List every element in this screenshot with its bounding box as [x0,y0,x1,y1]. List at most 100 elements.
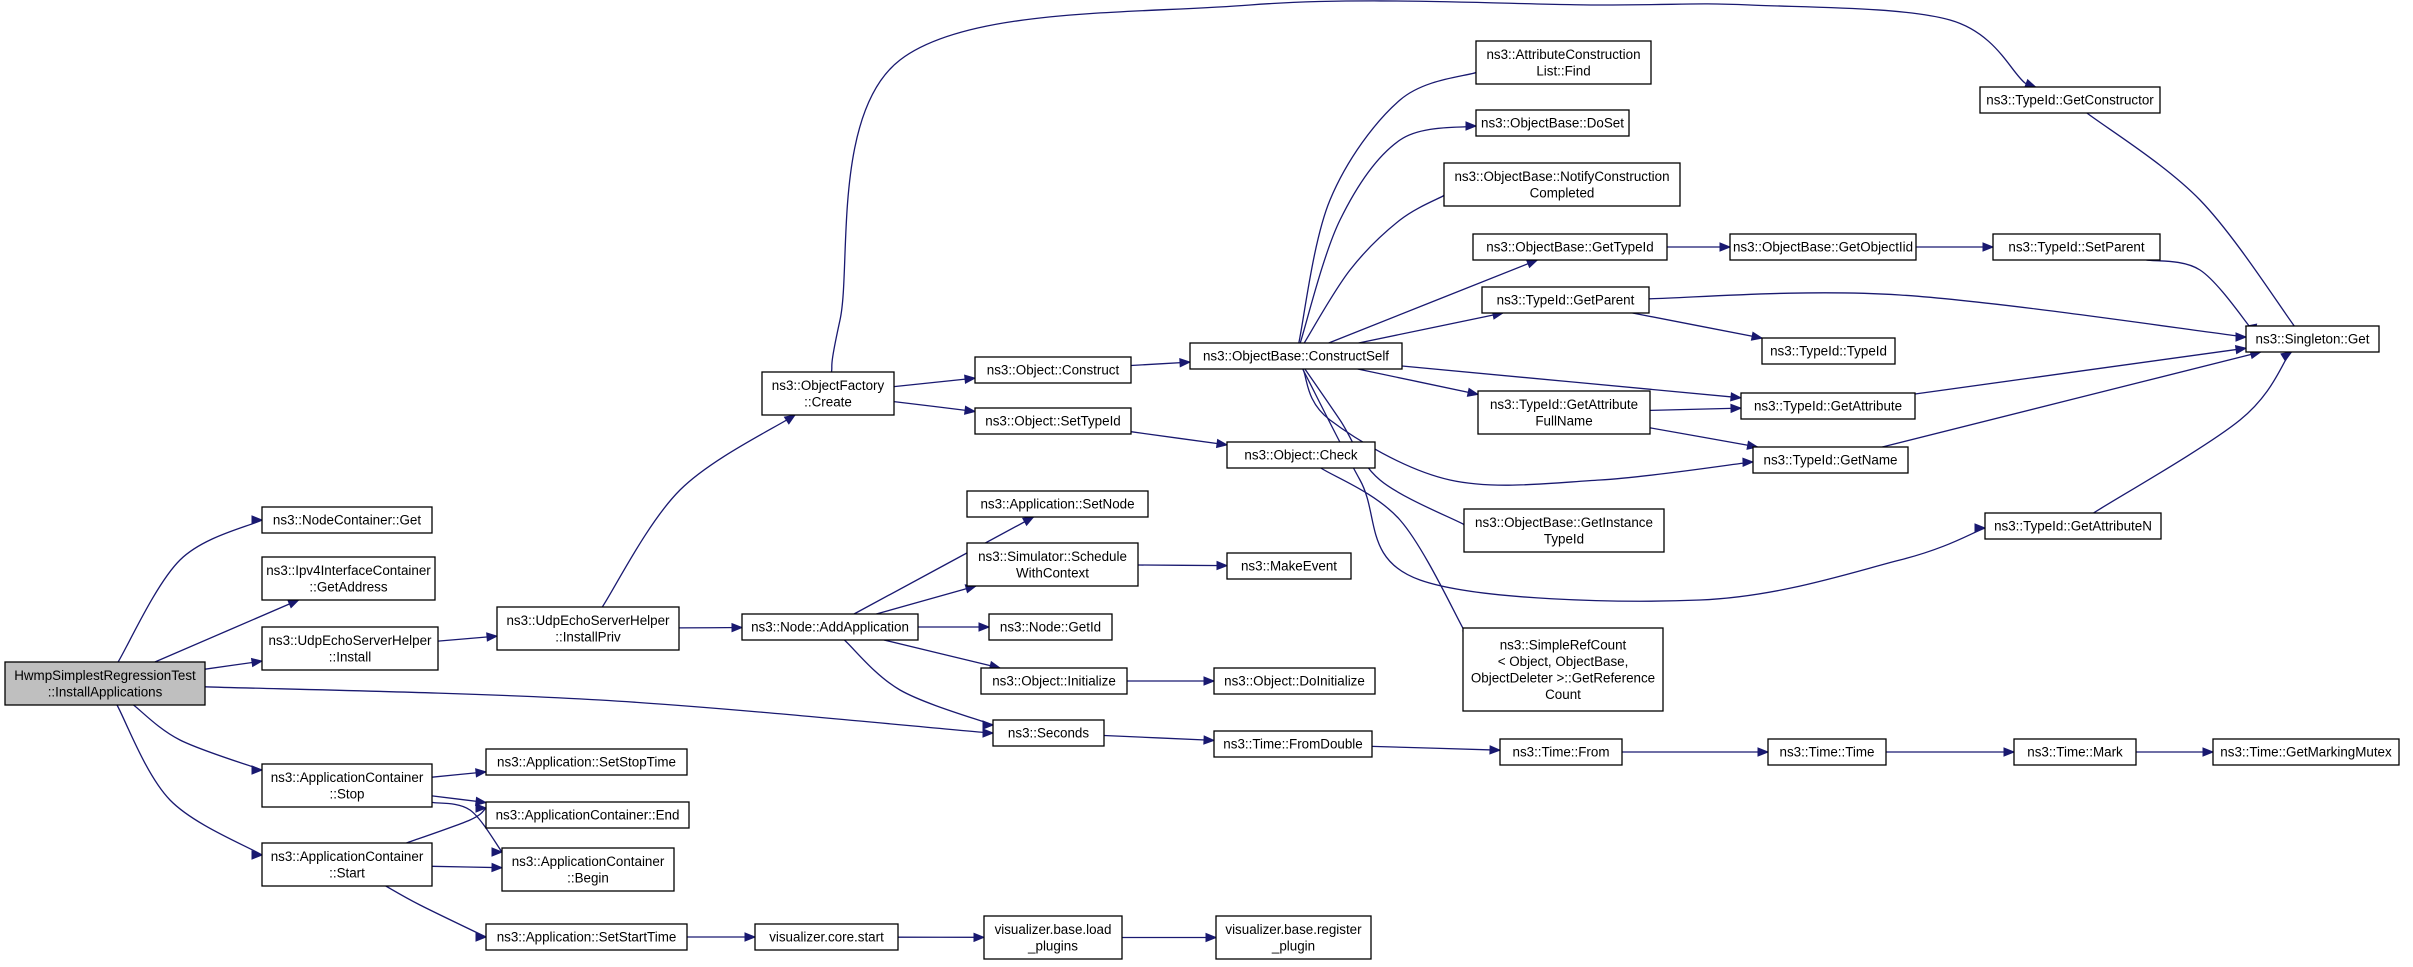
function-node[interactable]: ns3::Node::GetId [988,613,1113,641]
node-label: ::Create [804,394,852,409]
call-edge-n20-n24 [1882,349,2263,448]
function-node[interactable]: ns3::TypeId::GetName [1752,446,1909,474]
function-node[interactable]: ns3::Time::From [1499,738,1623,766]
function-node[interactable]: visualizer.base.load_plugins [983,915,1123,960]
call-edge-n4-n5 [601,414,797,608]
function-node[interactable]: ns3::TypeId::SetParent [1992,233,2161,261]
node-box [988,613,1113,641]
function-node[interactable]: ns3::ObjectBase::GetTypeId [1472,233,1668,261]
edge-line [853,516,1034,615]
node-label: ::GetAddress [309,579,387,594]
function-node[interactable]: ns3::Object::Construct [974,356,1132,384]
function-node[interactable]: visualizer.core.start [754,923,899,951]
function-node[interactable]: ns3::ApplicationContainer::Start [261,842,433,887]
function-node[interactable]: ns3::ObjectBase::DoSet [1475,109,1630,137]
function-node[interactable]: ns3::ApplicationContainer::Stop [261,763,433,808]
node-box [1215,915,1372,960]
edge-line [1882,351,2261,448]
function-node[interactable]: ns3::ObjectBase::NotifyConstructionCompl… [1443,162,1681,207]
edge-line [1130,431,1228,446]
node-box [2013,738,2137,766]
arrowhead-icon [491,862,504,873]
call-edge-n6-n8 [1130,357,1192,368]
node-box [1477,390,1651,435]
function-node[interactable]: ns3::Ipv4InterfaceContainer::GetAddress [261,556,436,601]
edge-line [1103,734,1215,742]
node-label: ns3::UdpEchoServerHelper [268,633,432,648]
function-node[interactable]: ns3::UdpEchoServerHelper::Install [261,626,439,671]
function-node[interactable]: ns3::Time::Mark [2013,738,2137,766]
node-label: ns3::TypeId::GetName [1764,453,1898,468]
function-node[interactable]: ns3::Application::SetStartTime [485,923,688,951]
function-node[interactable]: ns3::Application::SetNode [966,490,1149,518]
function-node[interactable]: ns3::TypeId::GetParent [1481,286,1650,314]
call-edge-n35-n36 [1622,747,1770,757]
function-node[interactable]: ns3::ApplicationContainer::Begin [501,847,675,892]
node-label: ns3::TypeId::GetConstructor [1986,93,2154,108]
arrowhead-icon [251,765,264,775]
function-node[interactable]: ns3::SimpleRefCount< Object, ObjectBase,… [1462,627,1664,712]
node-label: ns3::Seconds [1008,726,1089,741]
node-label: List::Find [1536,63,1590,78]
call-edge-n8-n11 [1299,121,1483,344]
function-node[interactable]: ns3::Object::Initialize [980,667,1128,695]
arrowhead-icon [2003,747,2016,757]
node-label: ns3::TypeId::GetAttribute [1754,399,1902,414]
node-box [485,923,688,951]
function-node[interactable]: ns3::ObjectBase::GetObjectIid [1729,233,1917,261]
function-node[interactable]: ns3::Time::GetMarkingMutex [2212,738,2400,766]
function-node[interactable]: visualizer.base.register_plugin [1215,915,1372,960]
call-edge-n15-n24 [2146,259,2258,333]
function-node[interactable]: ns3::Singleton::Get [2245,325,2380,353]
function-node[interactable]: ns3::Seconds [992,719,1105,747]
function-node[interactable]: ns3::Object::Check [1226,441,1376,469]
node-label: ns3::TypeId::GetAttribute [1490,397,1638,412]
function-node[interactable]: ns3::TypeId::GetConstructor [1979,86,2161,114]
call-edge-n8-n12 [1303,189,1455,344]
function-node[interactable]: ns3::Application::SetStopTime [485,748,688,776]
function-node[interactable]: ns3::MakeEvent [1226,552,1352,580]
arrowhead-icon [2235,332,2248,342]
function-node[interactable]: ns3::NodeContainer::Get [261,506,433,534]
call-edge-n5-n6 [893,374,977,388]
node-box [1481,286,1650,314]
arrowhead-icon [973,932,986,943]
arrowhead-icon [783,414,797,425]
function-node[interactable]: ns3::TypeId::GetAttributeN [1984,512,2162,540]
function-node[interactable]: ns3::Object::SetTypeId [974,407,1132,435]
function-node[interactable]: ns3::Time::FromDouble [1213,730,1373,758]
function-node[interactable]: ns3::Time::Time [1767,738,1887,766]
edge-line [133,704,269,773]
edge-line [893,400,976,413]
call-edge-n8-n16 [1358,310,1505,344]
arrowhead-icon [1730,403,1743,414]
node-label: TypeId [1544,531,1584,546]
function-node[interactable]: ns3::TypeId::GetAttribute [1740,392,1916,420]
function-node[interactable]: ns3::Object::DoInitialize [1213,667,1376,695]
function-node[interactable]: ns3::UdpEchoServerHelper::InstallPriv [496,606,680,651]
function-node[interactable]: ns3::ObjectFactory::Create [761,371,895,416]
arrowhead-icon [744,932,757,942]
node-label: ::Start [329,865,365,880]
edge-line [1357,368,1479,396]
function-node[interactable]: ns3::Node::AddApplication [741,613,919,641]
arrowhead-icon [475,796,488,806]
function-node[interactable]: ns3::ApplicationContainer::End [485,801,690,829]
call-edge-n19-n24 [1914,344,2248,395]
edge-line [2086,112,2303,337]
node-box [966,542,1139,587]
edge-line [154,599,299,663]
node-label: ns3::Object::Check [1244,448,1357,463]
root-function-node[interactable]: HwmpSimplestRegressionTest::InstallAppli… [4,661,206,706]
node-label: ns3::Node::GetId [1000,620,1101,635]
node-box [1984,512,2162,540]
node-label: FullName [1535,413,1592,428]
node-label: < Object, ObjectBase, [1498,654,1629,669]
function-node[interactable]: ns3::TypeId::TypeId [1761,337,1896,365]
function-node[interactable]: ns3::ObjectBase::ConstructSelf [1189,342,1403,370]
edge-line [1302,368,1992,602]
